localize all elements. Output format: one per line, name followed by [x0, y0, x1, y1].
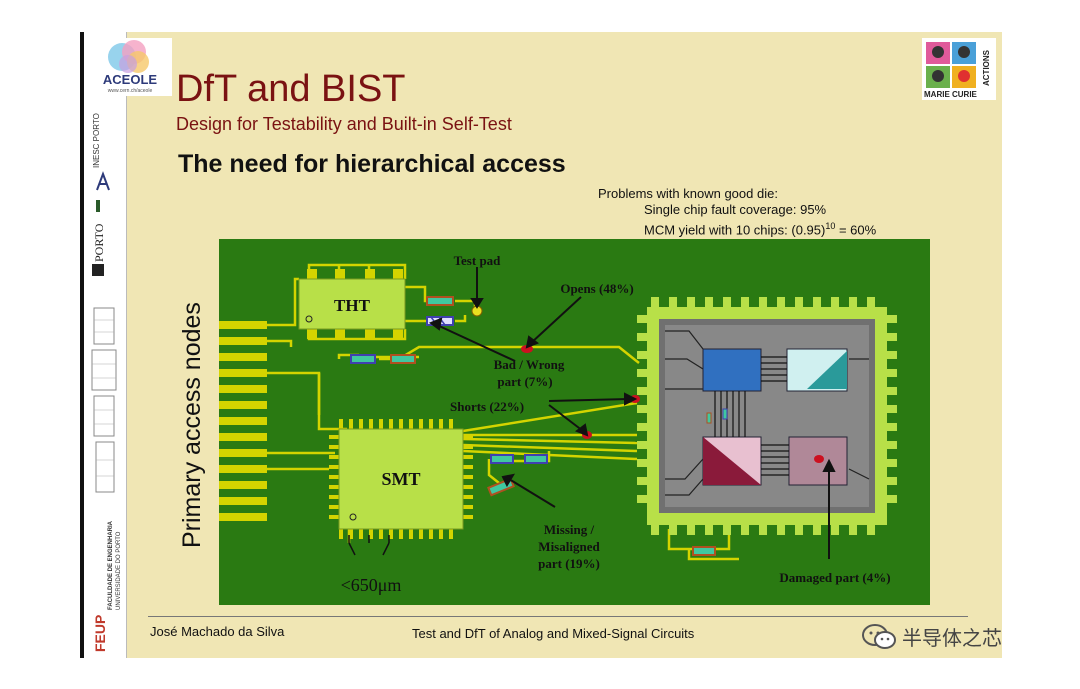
label-bad-wrong-1: Bad / Wrong	[494, 357, 565, 372]
resistor-mcm	[692, 546, 716, 556]
section-heading: The need for hierarchical access	[178, 150, 566, 178]
logo-sidebar	[80, 32, 127, 658]
watermark-text: 半导体之芯	[902, 628, 1002, 650]
uporto-logo-text: PORTO	[92, 223, 106, 262]
sidebar-edge	[80, 32, 84, 658]
feup-text-2: UNIVERSIDADE DO PORTO	[116, 531, 122, 610]
aceole-circles-icon	[108, 40, 149, 73]
label-missing-2: Misaligned	[538, 539, 600, 554]
mcm-package	[637, 297, 897, 556]
uporto-mark	[92, 264, 104, 276]
marie-curie-text: MARIE CURIE	[924, 90, 977, 99]
wechat-watermark: 半导体之芯	[862, 622, 1002, 651]
aceole-name: ACEOLE	[102, 72, 158, 87]
marie-curie-logo: MARIE CURIE ACTIONS	[922, 38, 996, 100]
pcb-diagram: THT SMT	[219, 239, 930, 605]
slide-title: DfT and BIST	[176, 68, 406, 110]
tht-label: THT	[334, 296, 371, 315]
problems-line-3: MCM yield with 10 chips: (0.95)10 = 60%	[598, 218, 876, 238]
label-missing-1: Missing /	[544, 522, 595, 537]
inesc-logo-text: INESC PORTO	[92, 113, 101, 168]
smt-label: SMT	[381, 469, 420, 489]
footer-course: Test and DfT of Analog and Mixed-Signal …	[412, 626, 695, 641]
problems-line-1: Problems with known good die:	[598, 186, 778, 201]
problems-box: Problems with known good die: Single chi…	[598, 186, 876, 238]
label-pitch: <650μm	[341, 575, 402, 595]
label-shorts: Shorts (22%)	[450, 399, 524, 414]
inesc-bar	[96, 200, 100, 212]
tht-chip	[298, 269, 406, 339]
smt-chip	[329, 419, 473, 539]
footer-author: José Machado da Silva	[150, 624, 285, 639]
callout-arrows	[348, 267, 836, 559]
resistors-smt	[487, 454, 548, 497]
problems-line-3-prefix: MCM yield with 10 chips: (0.95)	[644, 222, 826, 238]
problems-line-3-suffix: = 60%	[835, 222, 877, 238]
label-test-pad: Test pad	[454, 253, 502, 268]
footer-divider	[148, 616, 968, 617]
label-opens: Opens (48%)	[560, 281, 633, 296]
label-damaged: Damaged part (4%)	[779, 570, 890, 585]
actions-text: ACTIONS	[982, 50, 991, 86]
wechat-icon	[862, 623, 896, 649]
label-missing-3: part (19%)	[538, 556, 600, 571]
label-bad-wrong-2: part (7%)	[497, 374, 552, 389]
aceole-url: www.cern.ch/aceole	[107, 88, 153, 94]
inesc-symbol-icon	[96, 171, 110, 191]
feup-text-1: FACULDADE DE ENGENHARIA	[108, 520, 114, 610]
feup-logo-text: FEUP	[92, 614, 108, 652]
primary-access-nodes-label: Primary access nodes	[178, 302, 206, 548]
marie-curie-portraits-icon	[926, 42, 976, 88]
building-image	[91, 307, 117, 493]
problems-line-2: Single chip fault coverage: 95%	[644, 202, 827, 217]
aceole-logo: ACEOLE www.cern.ch/aceole	[88, 38, 172, 96]
problems-line-3-exponent: 10	[825, 221, 836, 231]
edge-connector	[219, 321, 267, 521]
slide-subtitle: Design for Testability and Built-in Self…	[176, 114, 512, 134]
